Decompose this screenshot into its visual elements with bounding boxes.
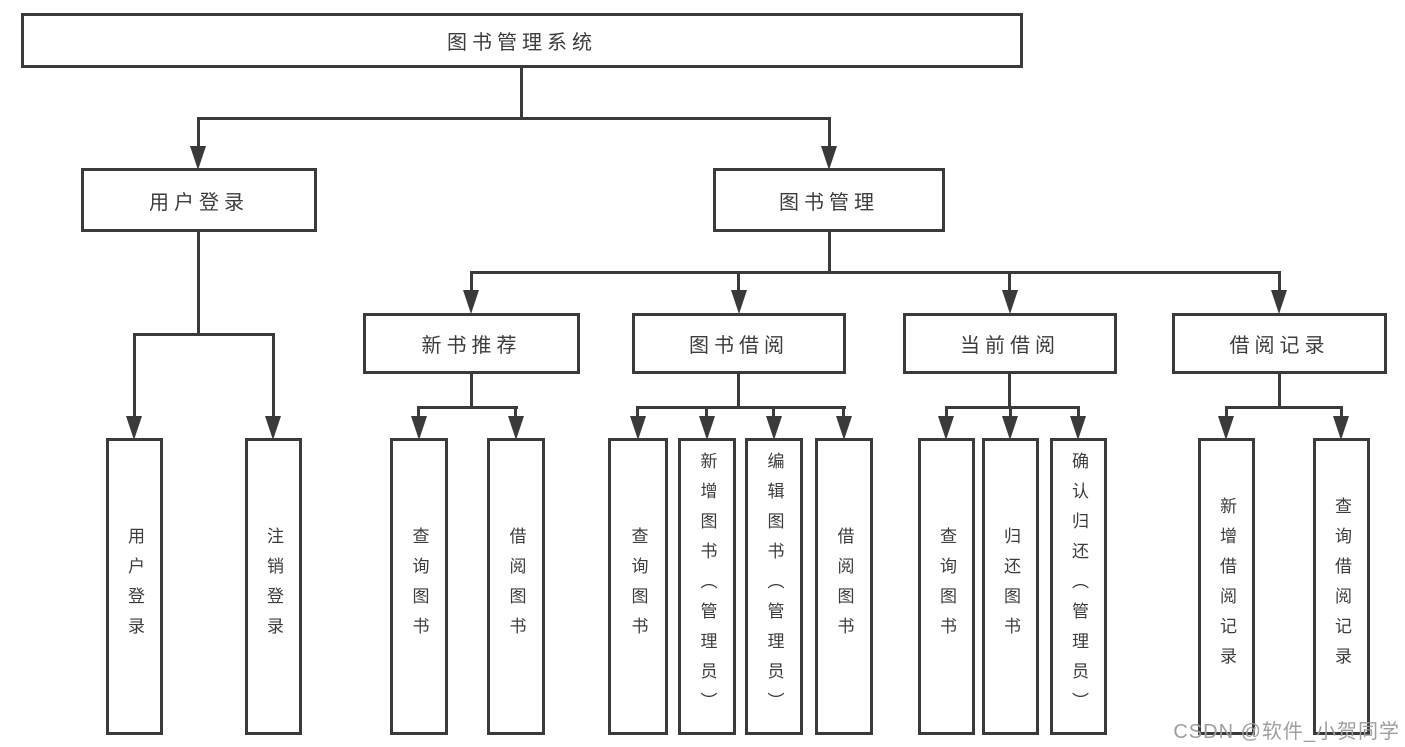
node-query-books-current: 查询图书 — [918, 438, 975, 735]
arrowhead-down — [1002, 290, 1018, 314]
connector-line — [272, 333, 275, 417]
node-label: 借阅记录 — [1229, 335, 1330, 357]
node-return-book: 归还图书 — [982, 438, 1039, 735]
node-book-management: 图书管理 — [713, 168, 945, 232]
node-label: 用户登录 — [149, 191, 249, 214]
connector-line — [1278, 374, 1281, 409]
node-label: 借阅图书 — [834, 526, 854, 647]
connector-line — [1008, 374, 1011, 409]
node-user-login-leaf: 用户登录 — [106, 438, 163, 735]
connector-line — [1077, 406, 1080, 418]
connector-line — [417, 406, 420, 418]
arrowhead-down — [1218, 416, 1234, 440]
arrowhead-down — [766, 416, 782, 440]
connector-line — [737, 271, 740, 291]
node-label: 图书管理 — [779, 191, 879, 214]
arrowhead-down — [630, 416, 646, 440]
connector-line — [197, 117, 200, 148]
node-label: 查询图书 — [628, 526, 648, 647]
connector-line — [636, 406, 639, 418]
connector-line — [828, 117, 831, 148]
node-query-borrow-record: 查询借阅记录 — [1313, 438, 1370, 735]
arrowhead-down — [508, 416, 524, 440]
connector-line — [417, 406, 518, 409]
connector-line — [514, 406, 517, 418]
arrowhead-down — [1070, 416, 1086, 440]
connector-line — [705, 406, 708, 418]
node-add-borrow-record: 新增借阅记录 — [1198, 438, 1255, 735]
node-query-books-recommend: 查询图书 — [390, 438, 448, 735]
node-library-system: 图书管理系统 — [21, 13, 1023, 68]
arrowhead-down — [265, 416, 281, 440]
connector-line — [470, 271, 1281, 274]
node-label: 查询借阅记录 — [1332, 496, 1351, 677]
node-label: 新增图书（管理员） — [697, 451, 717, 722]
node-add-book-admin: 新增图书（管理员） — [678, 438, 736, 735]
node-label: 图书借阅 — [689, 335, 789, 357]
node-new-book-recommend: 新书推荐 — [363, 313, 580, 374]
connector-line — [197, 117, 831, 120]
connector-line — [1225, 406, 1343, 409]
node-borrowing-records: 借阅记录 — [1172, 313, 1387, 374]
arrowhead-down — [938, 416, 954, 440]
arrowhead-down — [1333, 416, 1349, 440]
node-label: 图书管理系统 — [447, 32, 597, 54]
node-label: 当前借阅 — [960, 335, 1060, 357]
node-confirm-return-admin: 确认归还（管理员） — [1050, 438, 1107, 735]
node-label: 编辑图书（管理员） — [764, 451, 784, 722]
connector-line — [520, 68, 523, 120]
node-label: 查询图书 — [937, 526, 956, 647]
node-label: 用户登录 — [125, 526, 144, 647]
connector-line — [133, 333, 136, 417]
node-label: 查询图书 — [409, 526, 429, 647]
connector-line — [197, 232, 200, 336]
connector-line — [1278, 271, 1281, 291]
connector-line — [636, 406, 846, 409]
arrowhead-down — [411, 416, 427, 440]
arrowhead-down — [1271, 290, 1287, 314]
node-label: 新增借阅记录 — [1217, 496, 1236, 677]
arrowhead-down — [821, 146, 837, 170]
node-user-login: 用户登录 — [81, 168, 317, 232]
node-label: 归还图书 — [1001, 526, 1020, 647]
connector-line — [737, 374, 740, 409]
connector-line — [842, 406, 845, 418]
connector-line — [470, 374, 473, 409]
node-edit-book-admin: 编辑图书（管理员） — [745, 438, 803, 735]
node-label: 借阅图书 — [506, 526, 526, 647]
connector-line — [1225, 406, 1228, 418]
arrowhead-down — [731, 290, 747, 314]
node-label: 新书推荐 — [421, 335, 522, 357]
arrowhead-down — [190, 146, 206, 170]
node-label: 确认归还（管理员） — [1069, 451, 1088, 722]
node-book-borrowing: 图书借阅 — [632, 313, 846, 374]
arrowhead-down — [463, 290, 479, 314]
arrowhead-down — [126, 416, 142, 440]
connector-line — [1340, 406, 1343, 418]
connector-line — [133, 333, 275, 336]
node-borrow-books-leaf: 借阅图书 — [815, 438, 873, 735]
arrowhead-down — [699, 416, 715, 440]
node-borrow-books-recommend: 借阅图书 — [487, 438, 545, 735]
arrowhead-down — [1002, 416, 1018, 440]
connector-line — [470, 271, 473, 291]
connector-line — [1009, 406, 1012, 418]
node-current-borrowing: 当前借阅 — [903, 313, 1117, 374]
connector-line — [945, 406, 948, 418]
node-query-books-borrowing: 查询图书 — [608, 438, 668, 735]
connector-line — [945, 406, 1080, 409]
connector-line — [828, 232, 831, 274]
node-label: 注销登录 — [264, 526, 283, 647]
connector-line — [772, 406, 775, 418]
arrowhead-down — [836, 416, 852, 440]
csdn-watermark: CSDN @软件_小贺同学 — [1173, 721, 1400, 743]
node-logout: 注销登录 — [245, 438, 302, 735]
connector-line — [1008, 271, 1011, 291]
